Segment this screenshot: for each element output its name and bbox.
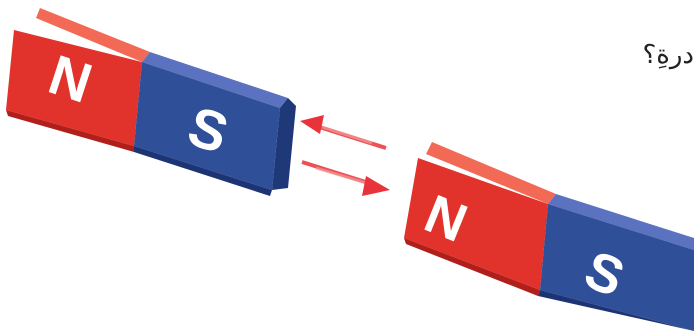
left-magnet-south-pole xyxy=(134,62,280,190)
question-text-fragment: درةِ؟ xyxy=(642,40,694,70)
arrow-right-icon xyxy=(301,160,390,196)
right-magnet: N S xyxy=(404,142,694,331)
right-magnet-north-pole xyxy=(404,158,548,290)
left-magnet: N S xyxy=(6,8,296,196)
right-magnet-south-pole xyxy=(540,204,694,331)
repulsion-arrows xyxy=(300,115,390,196)
arrow-left-icon xyxy=(300,115,387,150)
left-magnet-north-pole xyxy=(6,30,142,146)
